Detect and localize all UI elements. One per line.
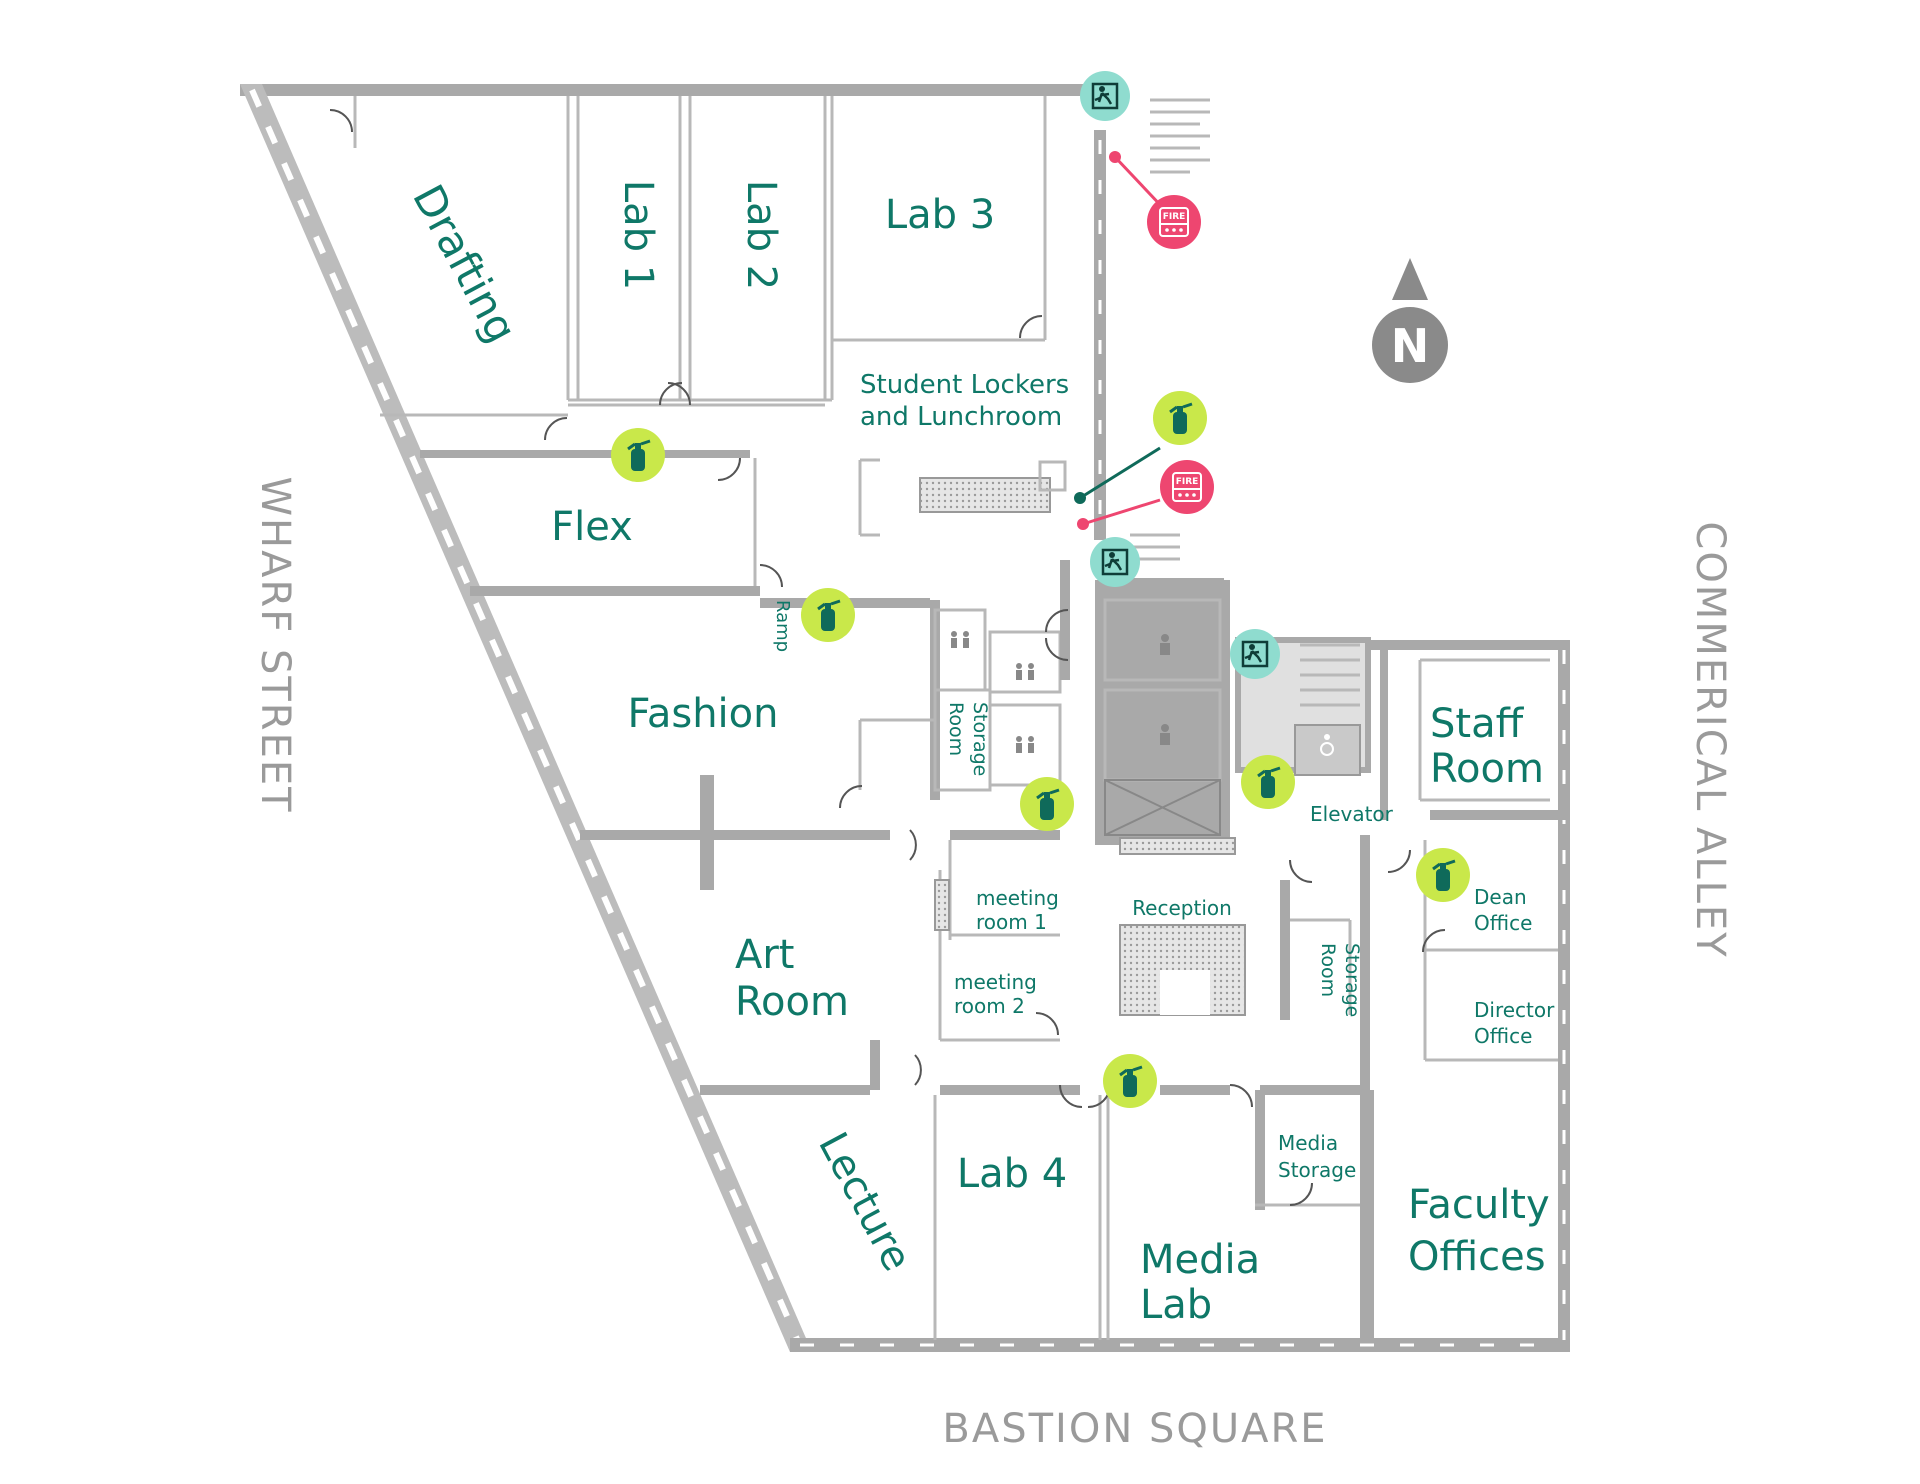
room-storage-1-line1: Storage: [969, 702, 991, 776]
room-storage-2-line1: Storage: [1341, 943, 1363, 1017]
compass-label: N: [1391, 319, 1430, 373]
room-lab-2: Lab 2: [738, 180, 784, 290]
room-reception: Reception: [1132, 896, 1232, 920]
north-compass-icon: N: [1372, 258, 1448, 383]
room-director-line2: Office: [1474, 1024, 1532, 1048]
restroom-icon: [951, 631, 969, 648]
room-lecture: Lecture: [809, 1125, 920, 1279]
person-icon: [1160, 724, 1170, 745]
room-staff-line1: Staff: [1430, 701, 1525, 747]
room-dean-line2: Office: [1474, 911, 1532, 935]
exterior-walls: [240, 84, 1570, 1352]
room-media-storage-line2: Storage: [1278, 1158, 1356, 1182]
room-media-lab-line1: Media: [1140, 1237, 1260, 1283]
restroom-icon: [1016, 736, 1034, 753]
room-meeting-2-line1: meeting: [954, 970, 1037, 994]
fire-alarm-label: FIRE: [1163, 212, 1186, 222]
fire-alarm-icon: FIRE: [1159, 459, 1215, 515]
room-lockers-line1: Student Lockers: [860, 370, 1069, 400]
room-meeting-2-line2: room 2: [954, 994, 1025, 1018]
street-label-west: WHARF STREET: [252, 476, 298, 813]
fire-alarm-icon: FIRE: [1146, 194, 1202, 250]
room-meeting-1-line2: room 1: [976, 910, 1047, 934]
room-fashion: Fashion: [628, 691, 779, 737]
restroom-icon: [1016, 663, 1034, 680]
emergency-exit-icon: [1228, 627, 1282, 681]
fire-extinguisher-icon: [1151, 389, 1209, 447]
restroom-icons: [951, 631, 1334, 756]
room-director-line1: Director: [1474, 998, 1555, 1022]
person-icon: [1160, 634, 1170, 655]
fire-extinguisher-icon: [799, 586, 857, 644]
room-lab-3: Lab 3: [885, 192, 995, 238]
interior-walls: [329, 96, 1570, 1340]
fire-alarm-icons: FIRE FIRE: [1146, 194, 1215, 515]
room-faculty-line1: Faculty: [1408, 1182, 1550, 1228]
emergency-exit-icon: [1078, 69, 1132, 123]
room-storage-2-line2: Room: [1317, 943, 1339, 997]
fire-extinguisher-icon: [1018, 775, 1076, 833]
street-label-south: BASTION SQUARE: [942, 1406, 1327, 1452]
room-storage-1-line2: Room: [945, 702, 967, 756]
room-lockers-line2: and Lunchroom: [860, 402, 1062, 432]
room-drafting: Drafting: [403, 177, 526, 351]
fire-alarm-label: FIRE: [1176, 477, 1199, 487]
room-elevator: Elevator: [1310, 802, 1394, 826]
room-staff-line2: Room: [1430, 746, 1544, 792]
room-media-storage-line1: Media: [1278, 1131, 1338, 1155]
room-flex: Flex: [551, 504, 633, 550]
room-dean-line1: Dean: [1474, 885, 1527, 909]
room-labels: Drafting Lab 1 Lab 2 Lab 3 Student Locke…: [403, 177, 1555, 1328]
room-lab-4: Lab 4: [957, 1151, 1067, 1197]
marker-leaders: [1074, 151, 1167, 530]
accessible-icon: [1320, 734, 1334, 756]
fire-extinguisher-icon: [609, 426, 667, 484]
room-art-line1: Art: [735, 932, 795, 978]
emergency-exit-icon: [1088, 535, 1142, 589]
fire-extinguisher-icon: [1101, 1052, 1159, 1110]
ramp-label: Ramp: [772, 600, 793, 652]
room-faculty-line2: Offices: [1408, 1234, 1546, 1280]
street-label-east: COMMERICAL ALLEY: [1687, 521, 1733, 958]
room-lab-1: Lab 1: [615, 180, 661, 290]
room-art-line2: Room: [735, 979, 849, 1025]
fire-extinguisher-icon: [1414, 846, 1472, 904]
fire-extinguisher-icon: [1239, 753, 1297, 811]
room-meeting-1-line1: meeting: [976, 886, 1059, 910]
room-media-lab-line2: Lab: [1140, 1282, 1212, 1328]
